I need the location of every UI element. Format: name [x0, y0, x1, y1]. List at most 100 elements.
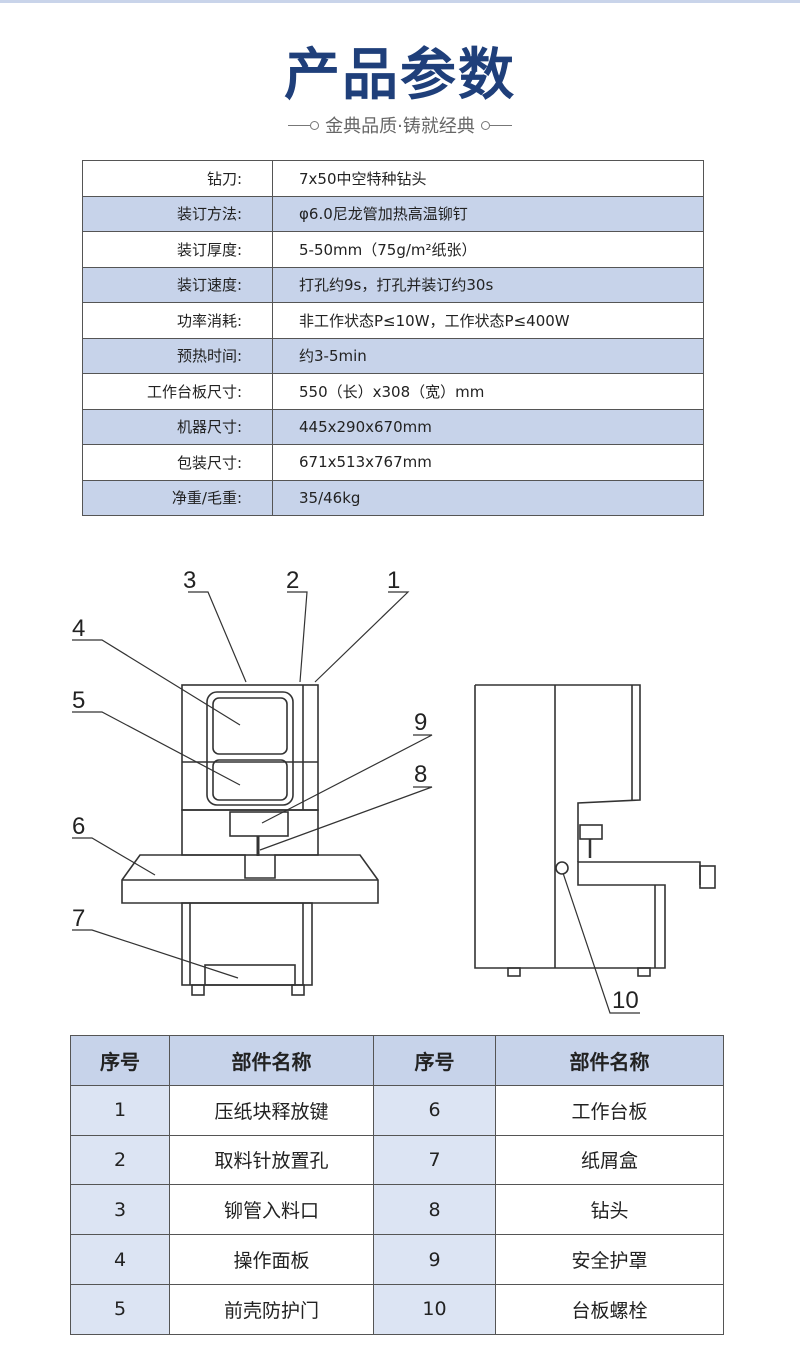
foot: [637, 967, 651, 977]
side-top: [475, 684, 641, 862]
spec-label: 预热时间:: [82, 337, 273, 374]
table-row: 4 操作面板 9 安全护罩: [70, 1234, 724, 1285]
part-name: 操作面板: [169, 1234, 374, 1285]
leader-2: [287, 591, 308, 683]
spec-value: 550（长）x308（宽）mm: [272, 373, 704, 410]
spec-row: 钻刀:7x50中空特种钻头: [82, 160, 704, 197]
scrap-box: [204, 964, 296, 986]
spec-value: 7x50中空特种钻头: [272, 160, 704, 197]
spec-value: 约3-5min: [272, 337, 704, 374]
spec-value: 非工作状态P≤10W，工作状态P≤400W: [272, 302, 704, 339]
spec-value: 671x513x767mm: [272, 444, 704, 481]
safety-guard: [229, 811, 289, 837]
leader-9: [261, 734, 433, 824]
part-number: 5: [70, 1283, 170, 1335]
callout-number: 4: [72, 615, 85, 642]
column-header: 部件名称: [495, 1035, 724, 1086]
spec-row: 工作台板尺寸:550（长）x308（宽）mm: [82, 373, 704, 410]
part-number: 3: [70, 1184, 170, 1236]
foot: [291, 984, 305, 996]
spec-table: 钻刀:7x50中空特种钻头 装订方法:φ6.0尼龙管加热高温铆钉 装订厚度:5-…: [82, 160, 704, 516]
foot: [507, 967, 521, 977]
spec-label: 钻刀:: [82, 160, 273, 197]
spec-label: 功率消耗:: [82, 302, 273, 339]
front-view: [121, 684, 379, 996]
top-border: [0, 0, 800, 3]
part-name: 工作台板: [495, 1084, 724, 1136]
part-number: 7: [373, 1134, 496, 1186]
part-name: 台板螺栓: [495, 1283, 724, 1335]
callout-number: 10: [612, 987, 639, 1014]
callout-numbers: 1 2 3 4 5 6 7 8 9 10: [72, 567, 639, 1014]
spec-row: 包装尺寸:671x513x767mm: [82, 444, 704, 481]
spec-label: 装订厚度:: [82, 231, 273, 268]
left-ornament: [288, 120, 320, 130]
spec-value: 5-50mm（75g/m²纸张）: [272, 231, 704, 268]
spec-row: 装订速度:打孔约9s，打孔并装订约30s: [82, 266, 704, 303]
part-number: 4: [70, 1234, 170, 1285]
table-end: [699, 865, 716, 889]
spec-label: 工作台板尺寸:: [82, 373, 273, 410]
column-header: 部件名称: [169, 1035, 374, 1086]
upper-housing: [181, 684, 319, 811]
callout-number: 9: [414, 709, 427, 736]
spec-row: 机器尺寸:445x290x670mm: [82, 408, 704, 445]
leader-10: [562, 872, 640, 1014]
part-name: 纸屑盒: [495, 1134, 724, 1186]
middle-section: [181, 809, 319, 856]
spec-value: 445x290x670mm: [272, 408, 704, 445]
spec-label: 包装尺寸:: [82, 444, 273, 481]
table-row: 3 铆管入料口 8 钻头: [70, 1184, 724, 1236]
subtitle-text: 金典品质·铸就经典: [325, 116, 475, 137]
leader-7: [72, 929, 239, 979]
table-bolt: [555, 861, 569, 875]
spec-row: 装订方法:φ6.0尼龙管加热高温铆钉: [82, 195, 704, 232]
part-name: 前壳防护门: [169, 1283, 374, 1335]
page-title: 产品参数: [284, 43, 516, 108]
parts-header-row: 序号 部件名称 序号 部件名称: [70, 1035, 724, 1086]
callout-number: 5: [72, 687, 85, 714]
side-body: [474, 685, 701, 969]
part-number: 10: [373, 1283, 496, 1335]
spec-value: 打孔约9s，打孔并装订约30s: [272, 266, 704, 303]
parts-table: 序号 部件名称 序号 部件名称 1 压纸块释放键 6 工作台板 2 取料针放置孔…: [70, 1035, 724, 1335]
foot: [191, 984, 205, 996]
part-name: 铆管入料口: [169, 1184, 374, 1236]
column-header: 序号: [373, 1035, 496, 1086]
leader-8: [259, 786, 433, 851]
drill-head: [579, 824, 603, 840]
spec-value: 35/46kg: [272, 479, 704, 516]
part-number: 2: [70, 1134, 170, 1186]
operation-panel: [212, 697, 288, 755]
callout-number: 3: [183, 567, 196, 594]
leader-4: [72, 639, 241, 726]
leader-5: [72, 711, 241, 786]
callout-number: 1: [387, 567, 400, 594]
spec-row: 装订厚度:5-50mm（75g/m²纸张）: [82, 231, 704, 268]
table-row: 2 取料针放置孔 7 纸屑盒: [70, 1134, 724, 1186]
subtitle: 金典品质·铸就经典: [0, 110, 800, 140]
machine-diagram: 1 2 3 4 5 6 7 8 9 10: [72, 567, 716, 1014]
spec-label: 净重/毛重:: [82, 479, 273, 516]
lower-base: [181, 902, 313, 986]
leader-1: [314, 591, 410, 683]
side-view: [474, 684, 716, 977]
part-number: 9: [373, 1234, 496, 1285]
leader-lines: [72, 591, 640, 1014]
spec-label: 装订方法:: [82, 195, 273, 232]
front-door-window: [212, 759, 288, 801]
part-name: 压纸块释放键: [169, 1084, 374, 1136]
spec-row: 净重/毛重:35/46kg: [82, 479, 704, 516]
part-name: 钻头: [495, 1184, 724, 1236]
table-row: 5 前壳防护门 10 台板螺栓: [70, 1283, 724, 1335]
table-row: 1 压纸块释放键 6 工作台板: [70, 1084, 724, 1136]
part-number: 1: [70, 1084, 170, 1136]
right-ornament: [480, 120, 512, 130]
work-table: [121, 854, 379, 904]
spec-row: 功率消耗:非工作状态P≤10W，工作状态P≤400W: [82, 302, 704, 339]
spec-label: 机器尺寸:: [82, 408, 273, 445]
column-header: 序号: [70, 1035, 170, 1086]
part-number: 6: [373, 1084, 496, 1136]
part-name: 取料针放置孔: [169, 1134, 374, 1186]
leader-6: [72, 837, 156, 876]
